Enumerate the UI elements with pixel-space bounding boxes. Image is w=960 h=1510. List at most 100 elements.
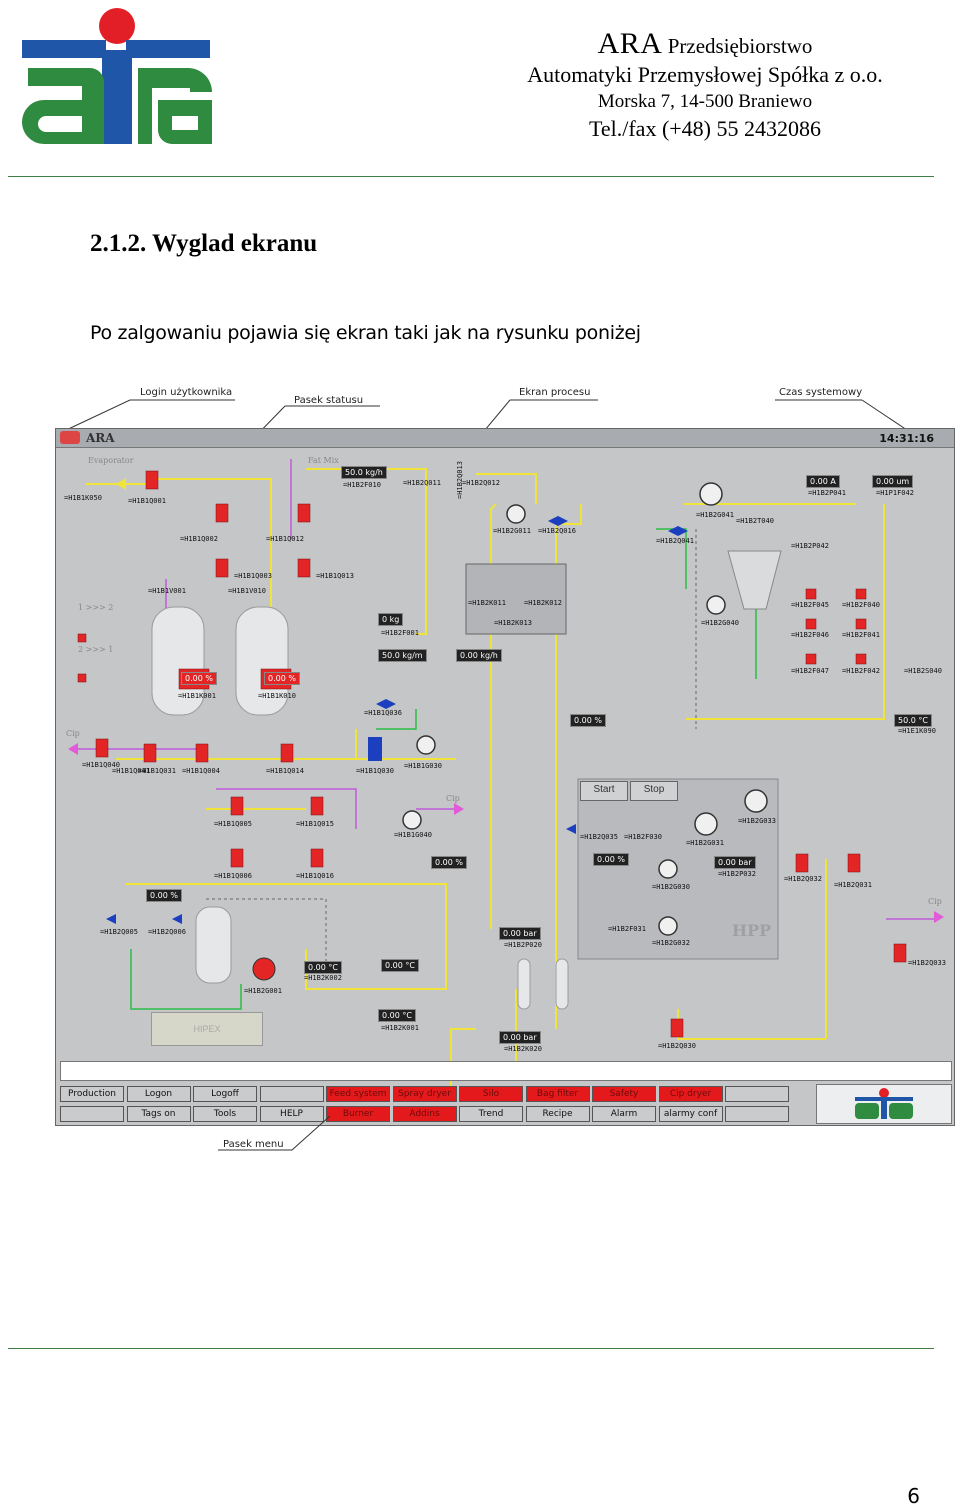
tag-label: =H1B1Q004 <box>182 767 220 775</box>
company-address: Morska 7, 14-500 Braniewo <box>597 91 813 112</box>
menu-button[interactable]: Addins <box>392 1106 457 1122</box>
value-display: 0.00 A <box>806 475 840 488</box>
tag-label: =H1B1G030 <box>404 762 442 770</box>
tag-label: =H1P1F042 <box>876 489 914 497</box>
scada-app-title: ARA <box>86 431 115 445</box>
value-display: 0.00 % <box>431 856 467 869</box>
header-rule <box>8 176 934 177</box>
tag-label: =H1B2Q005 <box>100 928 138 936</box>
menu-button[interactable]: Tags on <box>126 1106 191 1122</box>
value-display: 50.0 °C <box>894 714 932 727</box>
menu-button[interactable]: alarmy conf <box>658 1106 723 1122</box>
menu-button[interactable]: Production <box>60 1086 124 1102</box>
system-clock: 14:31:16 <box>879 432 934 445</box>
value-display: 0.00 °C <box>381 959 419 972</box>
tag-label: =H1B1G040 <box>394 831 432 839</box>
tag-label: =H1B2K011 <box>468 599 506 607</box>
menu-button[interactable]: Spray dryer <box>392 1086 457 1102</box>
value-display: 0.00 bar <box>714 856 756 869</box>
tag-label: =H1B2P020 <box>504 941 542 949</box>
value-display: 0.00 kg/h <box>456 649 502 662</box>
value-display: 0.00 um <box>872 475 914 488</box>
company-name-full: Automatyki Przemysłowej Spółka z o.o. <box>527 62 883 87</box>
footer-rule <box>8 1348 934 1349</box>
company-type: Przedsiębiorstwo <box>667 34 813 58</box>
status-bar <box>60 1061 952 1081</box>
callout-login: Login użytkownika <box>140 387 233 398</box>
label-evaporator: Evaporator <box>88 456 134 465</box>
tag-label: =H1B2S040 <box>904 667 942 675</box>
tag-label: =H1B1K001 <box>178 692 216 700</box>
section-paragraph: Po zalgowaniu pojawia się ekran taki jak… <box>90 322 641 344</box>
tag-label: =H1B2F041 <box>842 631 880 639</box>
menu-button[interactable]: Trend <box>459 1106 523 1122</box>
label-seq-2: 2 >>> 1 <box>78 645 114 654</box>
page-number: 6 <box>907 1484 920 1508</box>
value-display: 0.00 % <box>146 889 182 902</box>
label-hpp: HPP <box>732 921 772 940</box>
tag-label: =H1B1Q041 <box>112 767 150 775</box>
tag-label: =H1B2F030 <box>624 833 662 841</box>
tag-label: =H1B1Q006 <box>214 872 252 880</box>
tag-label: =H1B2G030 <box>652 883 690 891</box>
tag-label: =H1B2F010 <box>343 481 381 489</box>
menu-button[interactable]: Bag filter <box>525 1086 590 1102</box>
tag-label: =H1B2G040 <box>701 619 739 627</box>
tag-label: =H1B2Q012 <box>462 479 500 487</box>
tag-label: =H1B2Q013 <box>456 461 464 499</box>
menu-button[interactable]: Logon <box>126 1086 191 1102</box>
menu-button[interactable]: Safety <box>592 1086 656 1102</box>
tag-label: =H1B2P032 <box>718 870 756 878</box>
tag-label: =H1B2G033 <box>738 817 776 825</box>
tag-label: =H1B2G031 <box>686 839 724 847</box>
section-heading: 2.1.2. Wyglad ekranu <box>90 230 318 257</box>
tag-label: =H1B2Q011 <box>403 479 441 487</box>
tag-label: =H1E1K090 <box>898 727 936 735</box>
company-name: ARA <box>597 27 663 60</box>
scada-screenshot: ARA 14:31:16 <box>55 428 955 1126</box>
tag-label: =H1B1V010 <box>228 587 266 595</box>
label-cip-3: Cip <box>928 897 942 906</box>
label-cip-1: Cip <box>66 729 80 738</box>
tag-label: =H1B2K002 <box>304 974 342 982</box>
tag-label: =H1B1K010 <box>258 692 296 700</box>
tag-label: =H1B2P042 <box>791 542 829 550</box>
menu-button[interactable]: Recipe <box>525 1106 590 1122</box>
tag-label: =H1B1Q015 <box>296 820 334 828</box>
callout-process: Ekran procesu <box>519 387 591 398</box>
menu-button[interactable] <box>725 1086 789 1102</box>
menu-logo-panel <box>816 1084 952 1124</box>
menu-button[interactable]: HELP <box>259 1106 324 1122</box>
value-display: 0.00 bar <box>499 927 541 940</box>
tag-label: =H1B2Q033 <box>908 959 946 967</box>
tag-label: =H1B2K013 <box>494 619 532 627</box>
tag-label: =H1B2G041 <box>696 511 734 519</box>
stop-button[interactable]: Stop <box>630 781 678 801</box>
value-display: 0.00 °C <box>304 961 342 974</box>
menu-button[interactable]: Tools <box>193 1106 257 1122</box>
tag-label: =H1B2Q030 <box>658 1042 696 1050</box>
tag-label: =H1B2G032 <box>652 939 690 947</box>
tag-label: =H1B2F031 <box>608 925 646 933</box>
start-button[interactable]: Start <box>580 781 628 801</box>
value-display: 50.0 kg/m <box>378 649 427 662</box>
menu-button[interactable]: Burner <box>326 1106 390 1122</box>
menu-button[interactable] <box>725 1106 789 1122</box>
menu-button[interactable]: Cip dryer <box>658 1086 723 1102</box>
tag-label: =H1B1Q016 <box>296 872 334 880</box>
menu-button[interactable] <box>259 1086 324 1102</box>
menu-button[interactable]: Silo <box>459 1086 523 1102</box>
menu-button[interactable] <box>60 1106 124 1122</box>
callout-status: Pasek statusu <box>294 395 364 406</box>
menu-button[interactable]: Logoff <box>193 1086 257 1102</box>
tag-label: =H1B2K001 <box>381 1024 419 1032</box>
tag-label: =H1B2Q035 <box>580 833 618 841</box>
menu-button[interactable]: Feed system <box>326 1086 390 1102</box>
tag-label: =H1B2Q032 <box>784 875 822 883</box>
menu-button[interactable]: Alarm <box>592 1106 656 1122</box>
tag-label: =H1B1Q036 <box>364 709 402 717</box>
tag-label: =H1B2F046 <box>791 631 829 639</box>
tag-label: =H1B2Q031 <box>834 881 872 889</box>
tag-label: =H1B2Q041 <box>656 537 694 545</box>
callout-menu-line <box>218 1115 331 1151</box>
